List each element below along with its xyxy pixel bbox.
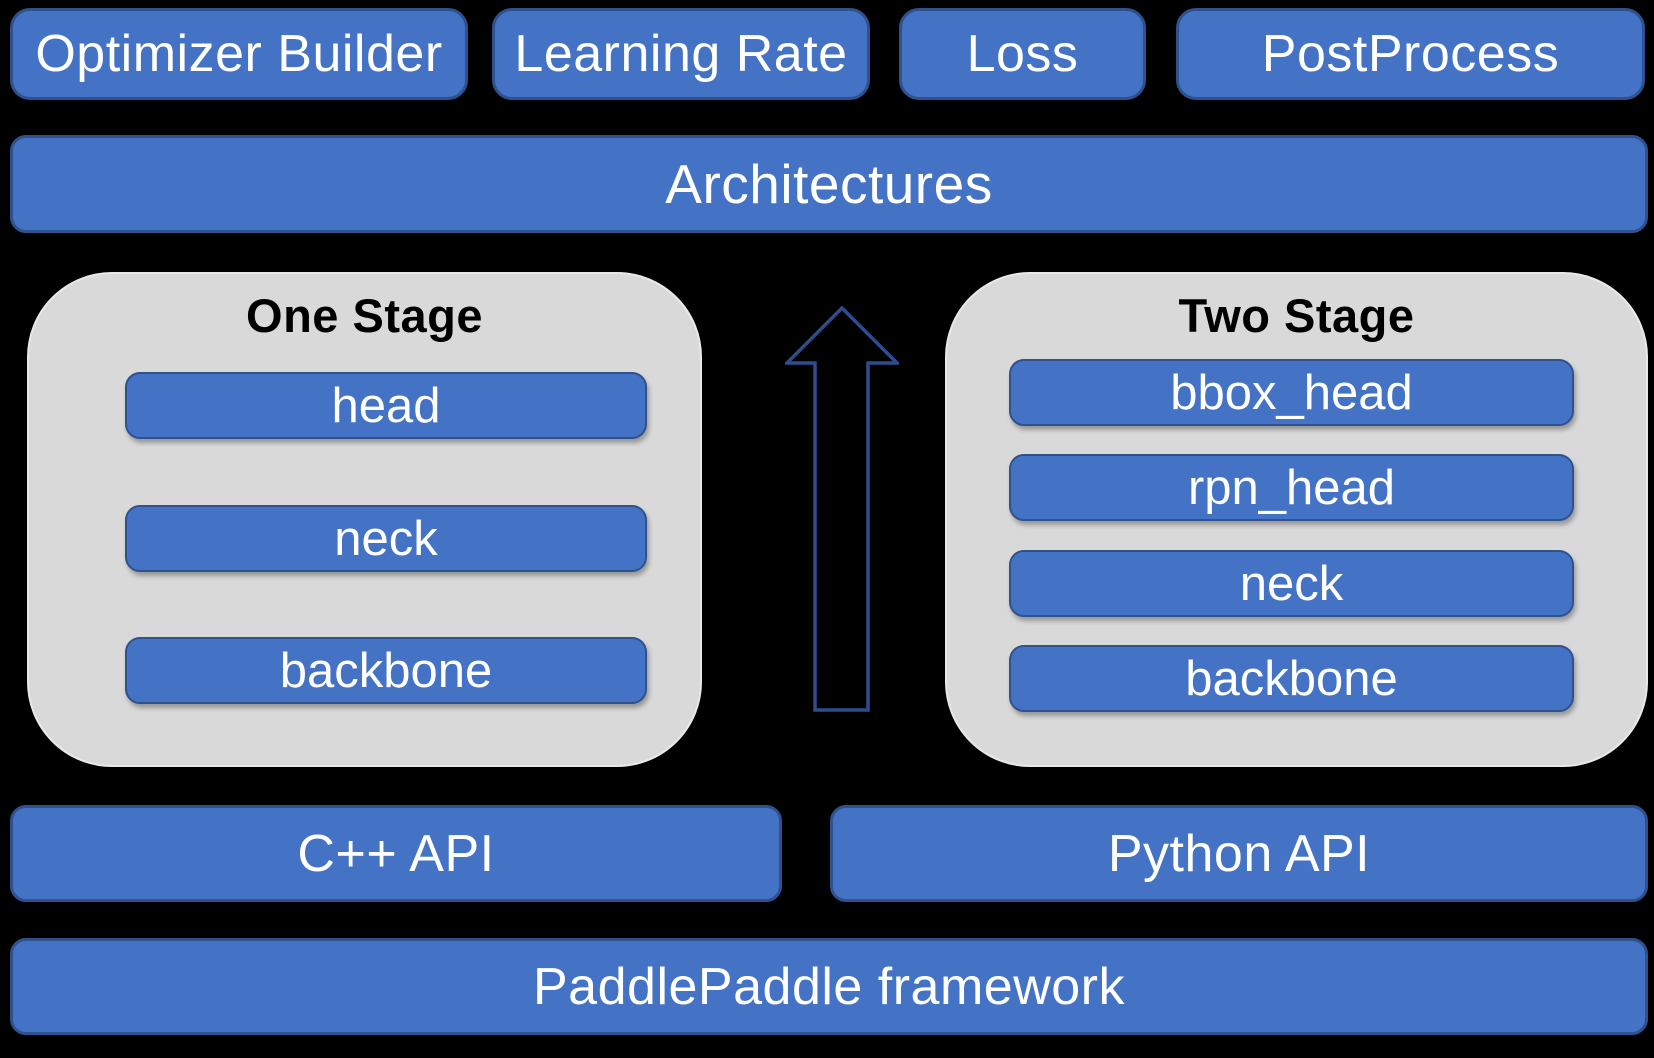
one-stage-backbone-layer: backbone xyxy=(125,637,647,704)
learning-rate-box: Learning Rate xyxy=(492,8,870,100)
two-stage-title: Two Stage xyxy=(1178,289,1415,342)
one-stage-neck-layer: neck xyxy=(125,505,647,572)
python-api-box: Python API xyxy=(830,805,1648,902)
two-stage-backbone-layer: backbone xyxy=(1009,645,1574,712)
one-stage-head-layer: head xyxy=(125,372,647,439)
optimizer-builder-box: Optimizer Builder xyxy=(10,8,468,100)
cpp-api-box: C++ API xyxy=(10,805,782,902)
two-stage-panel: Two Stage bbox_head rpn_head neck backbo… xyxy=(945,272,1648,767)
one-stage-title: One Stage xyxy=(246,289,483,342)
two-stage-bbox-head-layer: bbox_head xyxy=(1009,359,1574,426)
postprocess-box: PostProcess xyxy=(1176,8,1645,100)
paddlepaddle-framework-box: PaddlePaddle framework xyxy=(10,938,1648,1035)
two-stage-rpn-head-layer: rpn_head xyxy=(1009,454,1574,521)
up-arrow-icon xyxy=(785,306,899,712)
one-stage-panel: One Stage head neck backbone xyxy=(27,272,702,767)
architectures-box: Architectures xyxy=(10,135,1648,233)
loss-box: Loss xyxy=(899,8,1146,100)
two-stage-neck-layer: neck xyxy=(1009,550,1574,617)
